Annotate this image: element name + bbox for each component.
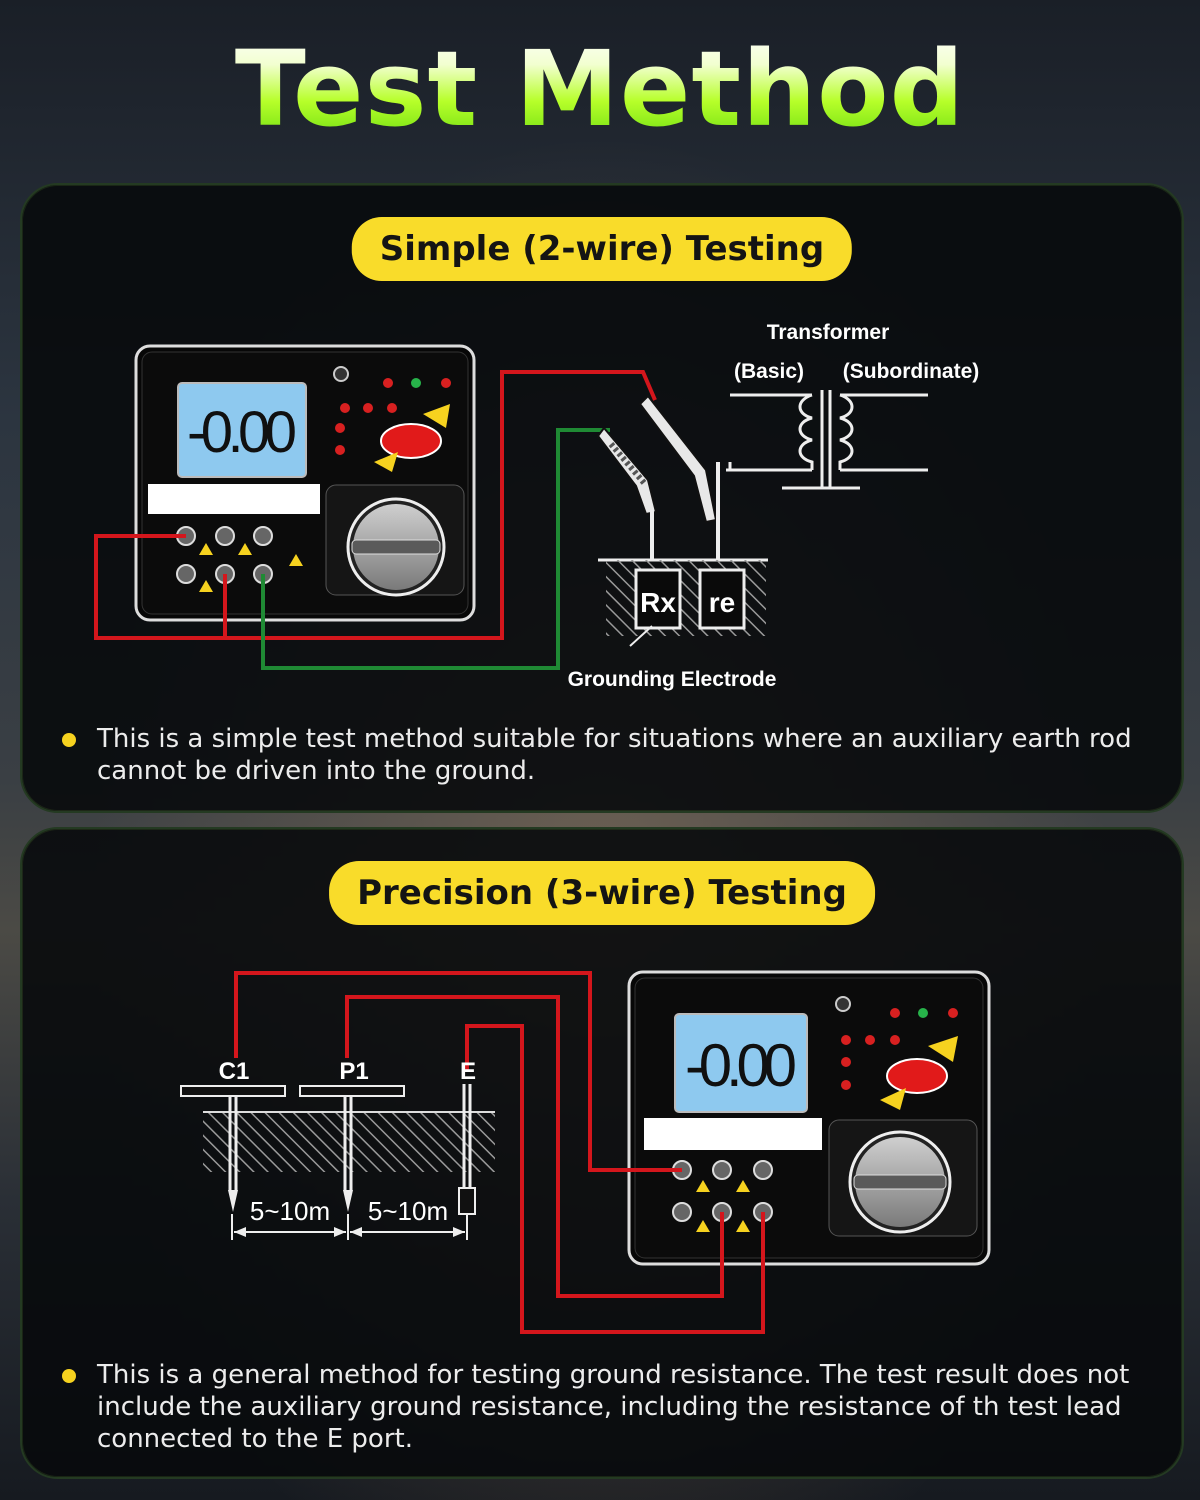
subordinate-label: (Subordinate) [843,360,980,383]
wires-precision [234,971,765,1334]
transformer [716,390,928,490]
c1-label: C1 [219,1058,250,1085]
meter-label-strip [644,1118,822,1150]
meter-precision: -0.00 [627,970,991,1266]
bullet-icon [62,733,76,747]
wires-simple [94,370,657,670]
lcd-value: -0.00 [187,400,297,465]
grounding-electrode-label: Grounding Electrode [568,668,777,691]
simple-testing-note-text: This is a simple test method suitable fo… [97,724,1132,786]
precision-testing-heading: Precision (3-wire) Testing [329,861,875,925]
bullet-icon [62,1369,76,1383]
page-title: Test Method [0,28,1200,150]
simple-testing-note: This is a simple test method suitable fo… [62,723,1157,787]
basic-label: (Basic) [734,360,804,383]
p1-label: P1 [339,1058,368,1085]
test-button [380,423,442,459]
meter-label-strip [148,484,320,514]
test-probes [596,394,720,560]
transformer-label: Transformer [767,321,890,344]
distance-p1-e: 5~10m [368,1196,448,1226]
earth-rods [180,1084,495,1240]
lcd-screen [177,382,307,478]
meter-simple: -0.00 [134,344,476,622]
grounding-electrodes [598,558,768,647]
lcd-value: -0.00 [685,1032,797,1099]
simple-testing-heading: Simple (2-wire) Testing [351,217,853,281]
rx-label: Rx [640,587,676,618]
precision-testing-note-text: This is a general method for testing gro… [97,1360,1130,1454]
lcd-screen [674,1013,808,1113]
e-label: E [460,1058,476,1085]
re-label: re [709,587,735,618]
test-button [886,1058,948,1094]
distance-c1-p1: 5~10m [250,1196,330,1226]
precision-testing-note: This is a general method for testing gro… [62,1359,1157,1455]
